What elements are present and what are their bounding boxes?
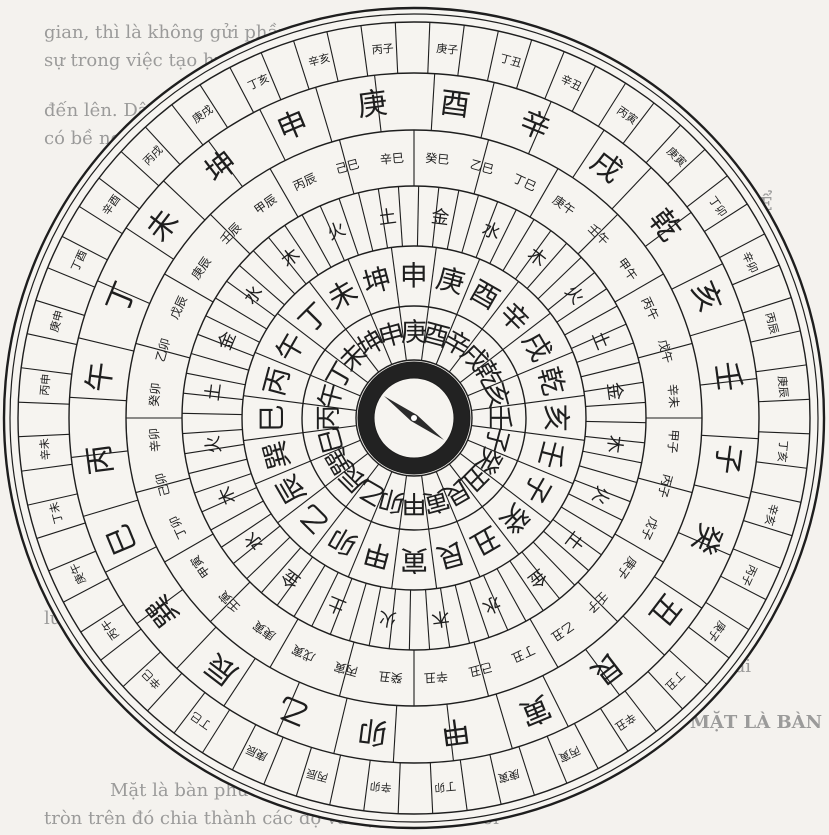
compass-stem-branch-ring-character: 癸卯 [147,382,163,407]
compass-mountain-ring-character: 巳 [255,404,288,432]
compass-stem-branch-ring-character: 辛巳 [379,151,404,167]
compass-element-ring-character: 木 [603,434,626,455]
compass-stem-branch-ring-character: 辛丑 [423,669,448,685]
compass-inner-ring-character: 壬 [484,405,514,431]
compass-outer-ring-character: 甲 [438,712,472,751]
compass-stem-branch-ring-character: 甲子 [665,429,681,454]
compass-element-ring-character: 土 [202,382,225,403]
compass-element-ring-character: 火 [202,434,225,455]
compass-mountain-ring-character: 申 [400,259,428,292]
compass-outer-ring-character: 庚 [355,85,389,124]
compass-degree-ring-character: 辛未 [37,438,53,461]
compass-degree-ring-character: 丙子 [371,42,394,57]
compass-degree-ring-character: 丁亥 [775,440,791,463]
compass-degree-ring-character: 庚子 [436,41,459,57]
compass-mountain-ring-character: 亥 [539,404,572,432]
compass-element-ring-character: 木 [430,607,451,630]
compass-outer-ring-character: 子 [708,442,747,476]
compass-stem-branch-ring-character: 辛卯 [147,427,163,452]
compass-stem-branch-ring-character: 辛未 [665,383,681,408]
compass-outer-ring-character: 午 [81,360,120,394]
compass-degree-ring-character: 丙申 [38,373,53,396]
compass-mountain-ring-character: 寅 [400,543,428,576]
compass-outer-ring-character: 丙 [81,442,120,476]
compass-needle-pivot [411,415,417,421]
compass-degree-ring-character: 庚辰 [775,375,791,398]
compass-stem-branch-ring-character: 癸丑 [378,669,403,685]
compass-outer-ring-character: 壬 [708,359,747,393]
compass-element-ring-character: 土 [377,206,398,229]
compass-element-ring-character: 火 [378,607,399,630]
compass-stem-branch-ring-character: 癸巳 [425,151,450,167]
compass-outer-ring-character: 卯 [356,712,390,751]
compass-outer-ring-character: 酉 [438,85,472,124]
compass-degree-ring-character: 辛卯 [369,779,392,795]
compass-degree-ring-character: 丁卯 [434,779,457,794]
compass-element-ring-character: 金 [603,381,626,402]
compass-element-ring-character: 金 [430,206,451,229]
